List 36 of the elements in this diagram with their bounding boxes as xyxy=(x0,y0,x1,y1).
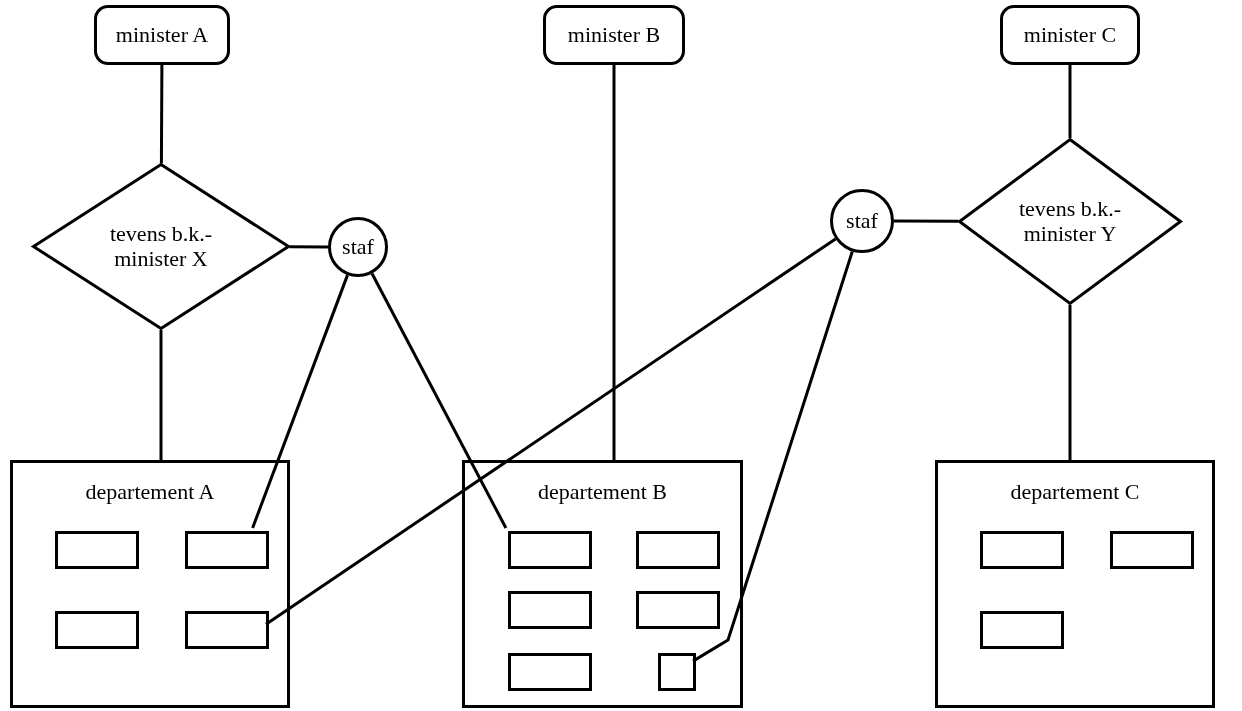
unit-box xyxy=(508,531,592,569)
connector-line xyxy=(159,330,163,460)
department-panel xyxy=(935,460,1215,708)
connector-line xyxy=(370,272,508,529)
unit-box xyxy=(185,531,269,569)
connector-line xyxy=(1068,305,1072,460)
diamond-node: tevens b.k.- minister X xyxy=(32,163,290,330)
unit-box xyxy=(658,653,696,691)
panel-title: departement A xyxy=(84,479,216,505)
connector-line xyxy=(1068,65,1072,138)
department-panel xyxy=(462,460,743,708)
rounded-box: minister B xyxy=(543,5,685,65)
diamond-node: tevens b.k.- minister Y xyxy=(958,138,1182,305)
panel-title: departement C xyxy=(1009,479,1141,505)
rounded-box: minister C xyxy=(1000,5,1140,65)
connector-line xyxy=(612,65,616,460)
panel-title: departement B xyxy=(537,479,668,505)
unit-box xyxy=(980,611,1064,649)
circle-node: staf xyxy=(830,189,894,253)
unit-box xyxy=(55,611,139,649)
unit-box xyxy=(508,653,592,691)
connector-line xyxy=(289,245,328,249)
department-panel xyxy=(10,460,290,708)
unit-box xyxy=(508,591,592,629)
unit-box xyxy=(55,531,139,569)
unit-box xyxy=(636,531,720,569)
unit-box xyxy=(185,611,269,649)
connector-line xyxy=(894,219,959,223)
connector-line xyxy=(159,65,164,164)
rounded-box: minister A xyxy=(94,5,230,65)
connector-line xyxy=(251,274,349,529)
unit-box xyxy=(1110,531,1194,569)
unit-box xyxy=(980,531,1064,569)
circle-node: staf xyxy=(328,217,388,277)
connector-line xyxy=(265,237,837,626)
unit-box xyxy=(636,591,720,629)
